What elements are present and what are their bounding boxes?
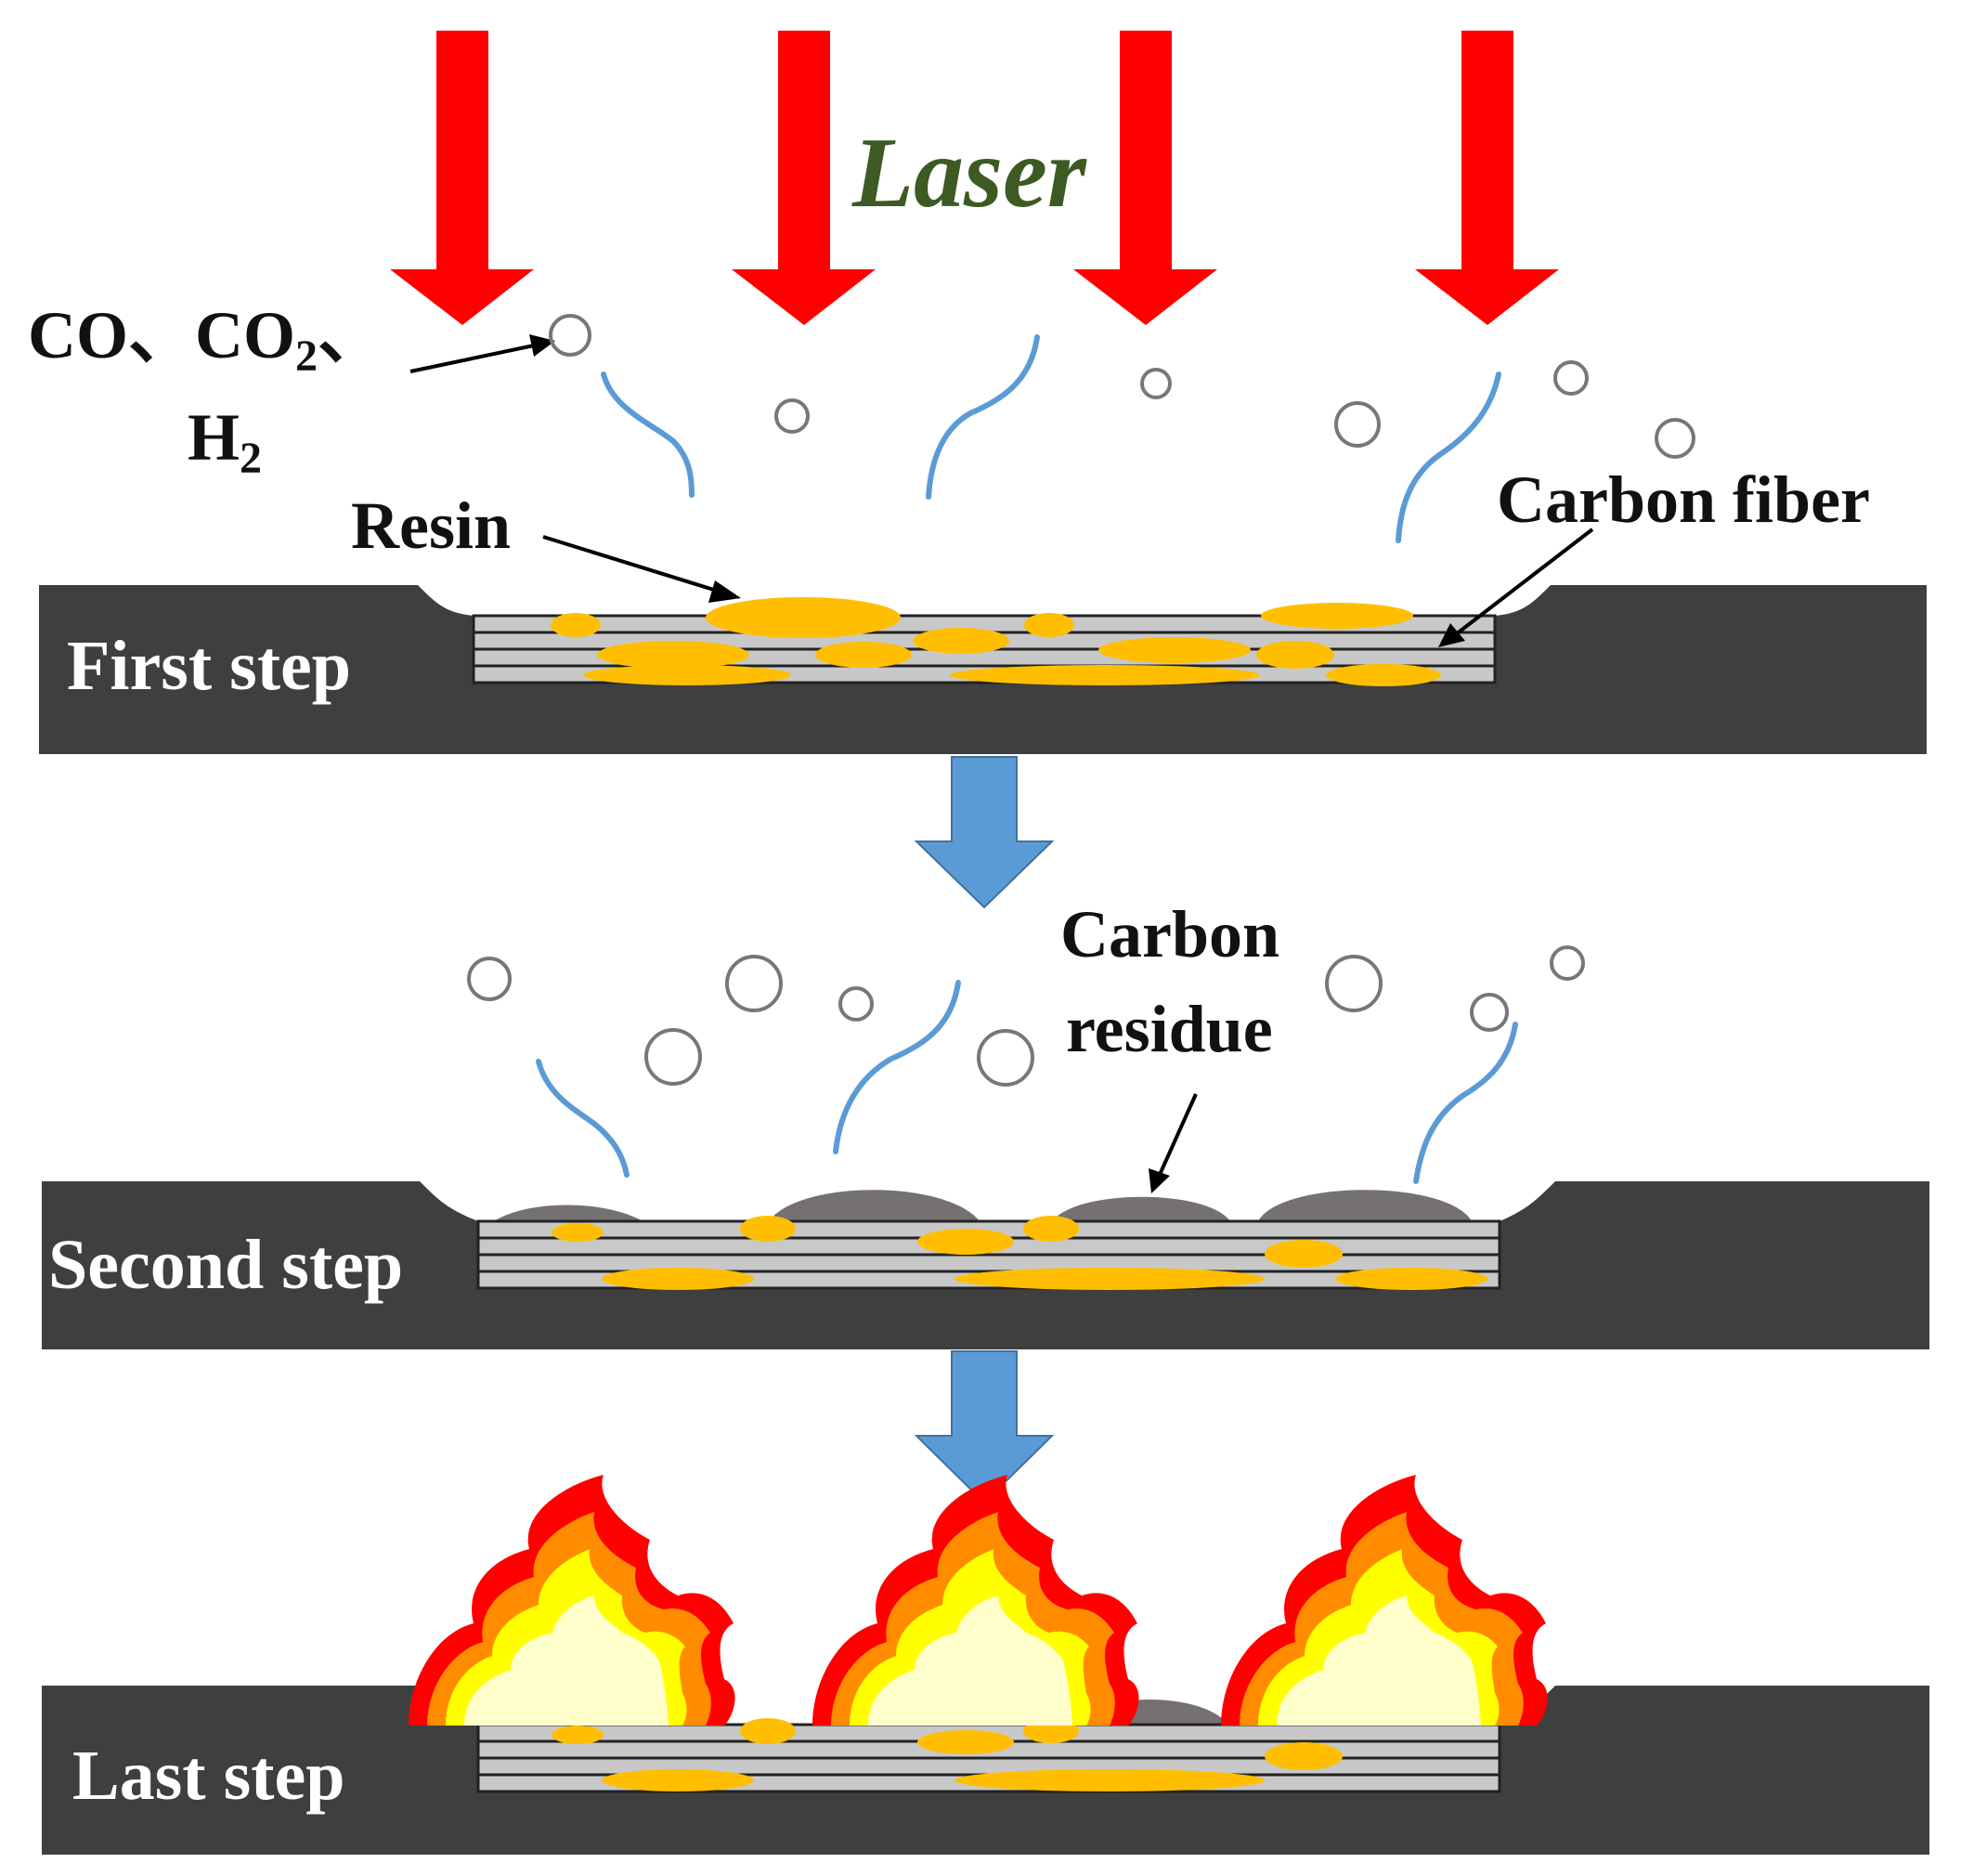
residue-mound — [769, 1190, 980, 1221]
laser-arrow-1 — [390, 31, 534, 325]
resin-blob — [1265, 1742, 1343, 1770]
flame-icon — [1221, 1475, 1548, 1726]
bubble — [838, 986, 874, 1022]
laser-arrow-4 — [1415, 31, 1559, 325]
carbon-residue-pointer-arrow — [1157, 1093, 1198, 1178]
resin-blob — [583, 665, 791, 685]
vapour-stream — [926, 334, 1040, 500]
gas-pointer-arrow — [409, 344, 535, 373]
resin-blob — [552, 1726, 604, 1744]
bubble — [467, 957, 512, 1001]
resin-pointer-arrow — [542, 535, 721, 593]
bubble — [1325, 955, 1383, 1012]
resin-blob — [602, 1769, 754, 1791]
resin-blob — [950, 665, 1260, 685]
resin-blob — [955, 1268, 1265, 1290]
laser-arrow-2 — [732, 31, 876, 325]
resin-blob — [913, 628, 1009, 654]
gas-pointer-head — [529, 334, 555, 357]
flames — [409, 1475, 1548, 1726]
bubble — [1140, 368, 1172, 399]
resin-blob — [1326, 664, 1441, 686]
step2-vapour — [536, 980, 1518, 1184]
step1-vapour — [601, 334, 1501, 543]
resin-blob — [1256, 641, 1334, 669]
resin-blob — [1261, 603, 1413, 629]
carbon-fiber-pointer-head — [1438, 623, 1465, 647]
resin-blob — [552, 1223, 604, 1242]
resin-blob — [917, 1229, 1014, 1255]
bubble — [977, 1029, 1034, 1087]
carbon-residue-pointer-head — [1149, 1168, 1170, 1193]
gas-label: CO、CO2、 H2 — [28, 298, 384, 483]
step-label-last: Last step — [72, 1737, 344, 1815]
bubble — [1655, 418, 1695, 459]
step-label-second: Second step — [48, 1226, 403, 1304]
gas-label-main: CO、CO — [28, 298, 295, 372]
flame-icon — [409, 1475, 735, 1726]
process-arrow-1 — [914, 756, 1055, 909]
bubble — [644, 1028, 702, 1086]
vapour-stream — [601, 371, 695, 498]
bubble — [549, 314, 591, 357]
gas-label-tail: 、 — [318, 298, 384, 372]
bubble — [1470, 993, 1509, 1032]
step1-bubbles — [549, 314, 1695, 459]
resin-blob — [597, 641, 749, 669]
bubble — [1334, 401, 1381, 448]
resin-blob — [815, 642, 912, 668]
laser-arrows — [390, 31, 1559, 325]
laser-label: Laser — [851, 118, 1087, 228]
bubble — [774, 398, 810, 434]
resin-blob — [917, 1730, 1014, 1754]
svg-text:CO、CO2、: CO、CO2、 — [28, 298, 384, 381]
carbon-fiber-pointer-arrow — [1454, 528, 1594, 636]
carbon-fiber-label: Carbon fiber — [1497, 462, 1870, 537]
resin-pointer-head — [708, 580, 741, 603]
vapour-stream — [833, 980, 961, 1154]
flame-icon — [812, 1475, 1139, 1726]
carbon-residue-label-line2: residue — [1066, 992, 1273, 1066]
resin-blob — [955, 1769, 1265, 1791]
step-label-first: First step — [67, 627, 351, 705]
gas-label-h-sub: 2 — [240, 434, 262, 483]
carbon-residue-label-line1: Carbon — [1060, 897, 1279, 971]
vapour-stream — [536, 1059, 630, 1178]
gas-label-h: H — [188, 400, 240, 475]
resin-blob — [1335, 1268, 1487, 1290]
step2-bubbles — [467, 945, 1585, 1087]
resin-blob — [1023, 1216, 1079, 1242]
svg-text:H2: H2 — [188, 400, 262, 483]
resin-blob — [602, 1268, 754, 1290]
resin-blob — [740, 1718, 796, 1744]
resin-blob — [1265, 1240, 1343, 1268]
gas-label-sub-2: 2 — [295, 332, 318, 381]
resin-first — [551, 597, 1441, 686]
resin-second — [552, 1216, 1487, 1290]
bubble — [725, 955, 783, 1012]
bubble — [1550, 945, 1585, 981]
bubble — [1553, 360, 1589, 396]
resin-blob — [1098, 637, 1251, 663]
resin-blob — [551, 613, 601, 637]
resin-blob — [706, 597, 901, 638]
resin-label: Resin — [351, 489, 511, 563]
vapour-stream — [1396, 371, 1501, 543]
laser-arrow-3 — [1073, 31, 1217, 325]
resin-blob — [1024, 613, 1074, 637]
process-arrow-2 — [914, 1350, 1055, 1505]
vapour-stream — [1413, 1022, 1518, 1184]
residue-mound — [1052, 1196, 1230, 1221]
resin-blob — [740, 1216, 796, 1242]
residue-mound — [1258, 1190, 1472, 1221]
